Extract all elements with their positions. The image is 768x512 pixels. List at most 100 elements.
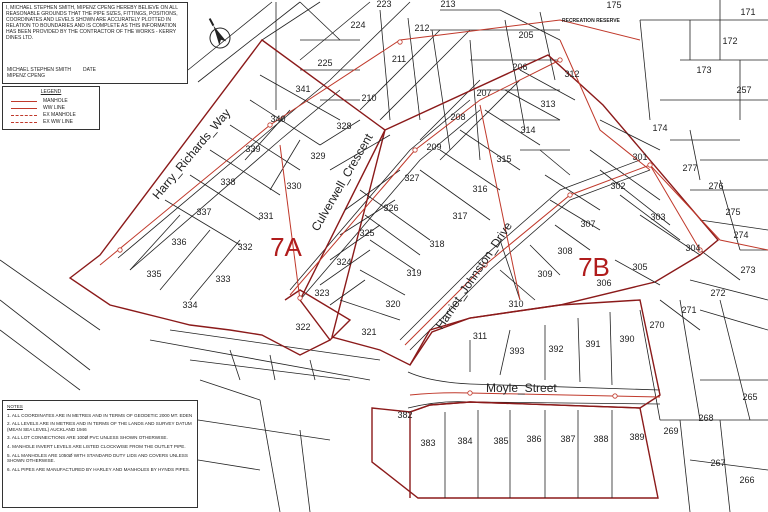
manhole xyxy=(697,247,703,253)
lot-number: 306 xyxy=(596,278,611,288)
lot-number: 388 xyxy=(593,434,608,444)
lot-number: 325 xyxy=(359,228,374,238)
date-label: DATE xyxy=(83,67,96,73)
lot-number: 318 xyxy=(429,239,444,249)
lot-number: 328 xyxy=(336,121,351,131)
lot-number: 327 xyxy=(404,173,419,183)
lot-number: 384 xyxy=(457,436,472,446)
ex-ww-line-symbol-icon xyxy=(11,122,37,123)
manhole xyxy=(117,247,123,253)
signatory-title: MIPENZ CPENG xyxy=(7,73,46,79)
street-culverwell-crescent: Culverwell_Crescent xyxy=(308,131,375,234)
lot-number: 335 xyxy=(146,269,161,279)
legend-item: EX MANHOLE xyxy=(43,112,76,118)
lot-number: 304 xyxy=(685,243,700,253)
lot-number: 174 xyxy=(652,123,667,133)
lot-number: 389 xyxy=(629,432,644,442)
lot-number: 338 xyxy=(220,177,235,187)
lot-number: 337 xyxy=(196,207,211,217)
note-item: 1. ALL COORDINATES ARE IN METRES AND IN … xyxy=(7,412,193,418)
lot-number: 334 xyxy=(182,300,197,310)
lot-number: 322 xyxy=(295,322,310,332)
lot-number: 257 xyxy=(736,85,751,95)
manhole xyxy=(647,162,653,168)
lot-number: 205 xyxy=(518,30,533,40)
lot-number: 206 xyxy=(512,62,527,72)
lot-number: 330 xyxy=(286,181,301,191)
north-arrow-icon xyxy=(208,18,231,49)
lot-number: 210 xyxy=(361,93,376,103)
legend-title: LEGEND xyxy=(40,89,62,95)
lot-number: 317 xyxy=(452,211,467,221)
lot-number: 319 xyxy=(406,268,421,278)
manhole-symbol-icon xyxy=(11,101,37,102)
lot-number: 276 xyxy=(708,181,723,191)
lot-number: 225 xyxy=(317,58,332,68)
lot-number: 390 xyxy=(619,334,634,344)
lot-number: 267 xyxy=(710,458,725,468)
manhole xyxy=(397,39,403,45)
lot-number: 172 xyxy=(722,36,737,46)
note-item: 3. ALL LOT CONNECTIONS ARE 100Ø PVC UNLE… xyxy=(7,435,168,441)
lot-numbers: 175 171 172 173 257 174 277 276 275 274 … xyxy=(146,0,757,485)
reserve-label: RECREATION RESERVE xyxy=(562,18,621,24)
certification-text: I, MICHAEL STEPHEN SMITH, MIPENZ CPENG H… xyxy=(6,5,178,41)
lot-number: 382 xyxy=(397,410,412,420)
street-moyle-street: Moyle_Street xyxy=(486,381,557,395)
lot-number: 275 xyxy=(725,207,740,217)
ww-pipes xyxy=(99,19,768,398)
notes-block: NOTES 1. ALL COORDINATES ARE IN METRES A… xyxy=(2,400,198,508)
lot-number: 171 xyxy=(740,7,755,17)
lot-number: 331 xyxy=(258,211,273,221)
street-harriet-johnston-drive: Harriet_Johnston_Drive xyxy=(433,219,515,332)
lot-number: 223 xyxy=(376,0,391,9)
note-item: 5. ALL MANHOLES ARE 1050Ø WITH STANDARD … xyxy=(7,452,188,464)
lot-number: 211 xyxy=(392,54,406,64)
lot-number: 175 xyxy=(606,0,621,10)
legend: LEGEND MANHOLE WW LINE EX MANHOLE EX WW … xyxy=(2,86,100,130)
manhole xyxy=(612,393,618,399)
lot-number: 308 xyxy=(557,246,572,256)
lot-number: 268 xyxy=(698,413,713,423)
lot-number: 329 xyxy=(310,151,325,161)
lot-number: 302 xyxy=(610,181,625,191)
lot-number: 265 xyxy=(742,392,757,402)
manholes xyxy=(117,39,703,399)
lot-number: 307 xyxy=(580,219,595,229)
note-item: 4. MANHOLE INVERT LEVELS ARE LISTED CLOC… xyxy=(7,443,186,449)
lot-number: 270 xyxy=(649,320,664,330)
lot-number: 320 xyxy=(385,299,400,309)
lot-number: 385 xyxy=(493,436,508,446)
lot-number: 309 xyxy=(537,269,552,279)
lot-number: 324 xyxy=(336,257,351,267)
lot-number: 173 xyxy=(696,65,711,75)
lot-number: 332 xyxy=(237,242,252,252)
lot-number: 386 xyxy=(526,434,541,444)
lot-number: 208 xyxy=(450,112,465,122)
manhole xyxy=(412,147,418,153)
lot-number: 312 xyxy=(564,69,579,79)
signatory-name: MICHAEL STEPHEN SMITH xyxy=(7,67,71,73)
stage-boundaries xyxy=(68,39,719,499)
lot-number: 277 xyxy=(682,163,697,173)
ex-manhole-symbol-icon xyxy=(11,115,37,116)
lot-number: 387 xyxy=(560,434,575,444)
lot-number: 313 xyxy=(540,99,555,109)
lot-number: 323 xyxy=(314,288,329,298)
manhole xyxy=(467,390,473,396)
lot-number: 311 xyxy=(473,331,487,341)
lot-number: 315 xyxy=(496,154,511,164)
lot-number: 393 xyxy=(509,346,524,356)
lot-number: 274 xyxy=(733,230,748,240)
lot-number: 340 xyxy=(270,114,285,124)
legend-item: MANHOLE xyxy=(43,98,68,104)
lot-number: 266 xyxy=(739,475,754,485)
lot-number: 305 xyxy=(632,262,647,272)
manhole xyxy=(482,262,488,268)
lot-number: 269 xyxy=(663,426,678,436)
lot-number: 212 xyxy=(414,23,429,33)
stage-label-7b: 7B xyxy=(578,252,610,282)
lot-number: 392 xyxy=(548,344,563,354)
